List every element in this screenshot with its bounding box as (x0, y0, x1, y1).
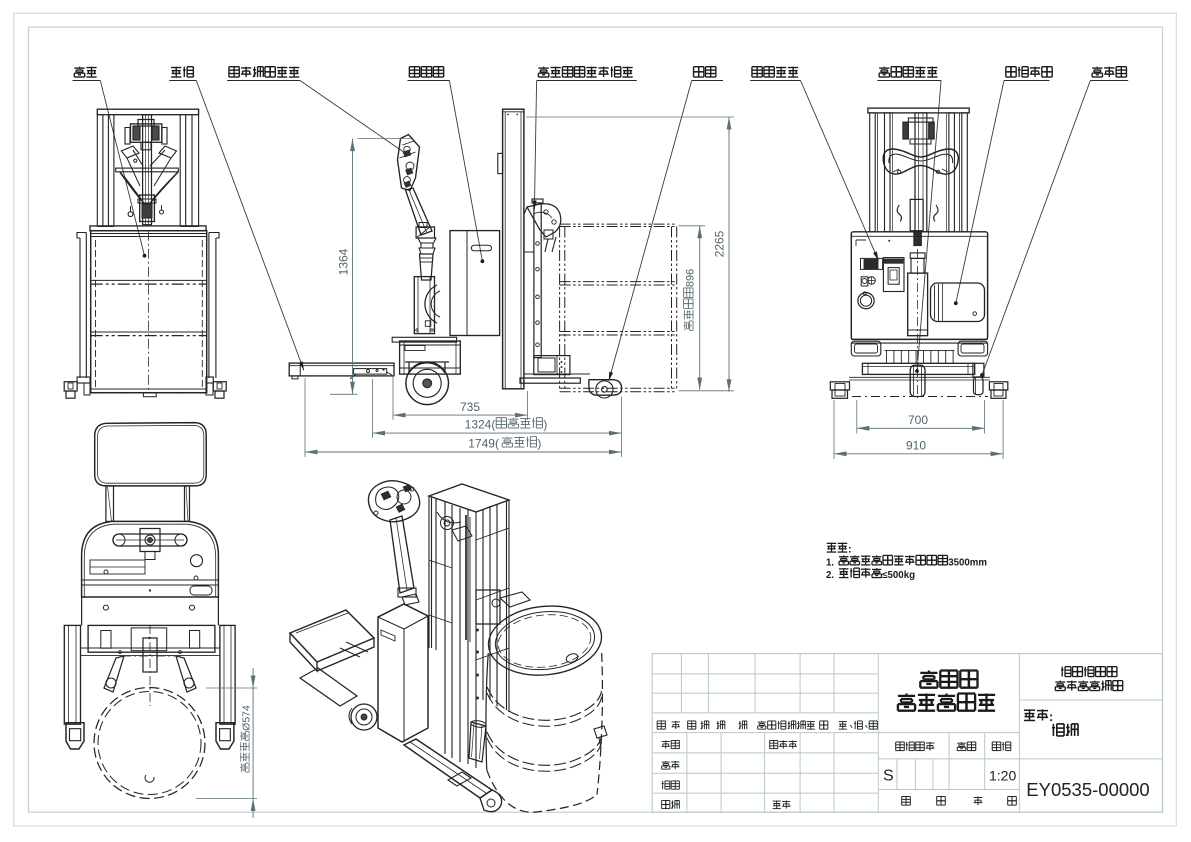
svg-text::: : (848, 544, 852, 556)
svg-text:896: 896 (685, 269, 697, 287)
svg-text:1364: 1364 (337, 248, 351, 275)
svg-text:≤500kg: ≤500kg (882, 570, 915, 581)
svg-text:): ) (537, 437, 541, 451)
svg-text:1324(: 1324( (465, 418, 496, 432)
svg-text:700: 700 (908, 413, 928, 427)
svg-text:S: S (883, 768, 894, 785)
svg-text::: : (1049, 709, 1053, 724)
svg-text:EY0535-00000: EY0535-00000 (1026, 779, 1149, 800)
svg-text:910: 910 (906, 439, 926, 453)
svg-text:735: 735 (460, 400, 480, 414)
svg-text:3500mm: 3500mm (948, 557, 987, 568)
svg-text:2265: 2265 (713, 230, 727, 257)
svg-text:2.: 2. (826, 570, 834, 581)
svg-text:1:20: 1:20 (989, 768, 1016, 784)
svg-text:1749(: 1749( (468, 437, 499, 451)
svg-text:): ) (543, 418, 547, 432)
svg-text:1.: 1. (826, 557, 834, 568)
svg-text:Ø574: Ø574 (241, 705, 253, 731)
